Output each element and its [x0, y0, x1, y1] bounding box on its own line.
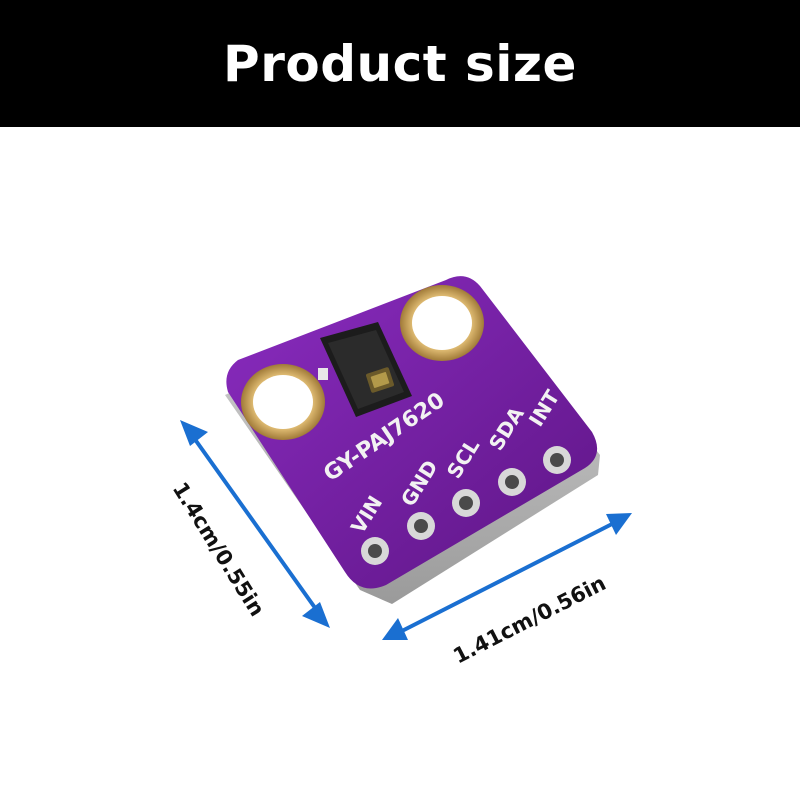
height-dimension-arrow — [180, 420, 330, 628]
product-scene: GY-PAJ7620 VIN GND SCL SDA INT 1.4cm/0.5… — [0, 127, 800, 800]
banner-title: Product size — [223, 34, 577, 93]
title-banner: Product size — [0, 0, 800, 127]
pin-pad-scl — [452, 489, 480, 517]
pin-pad-sda — [498, 468, 526, 496]
width-dimension-arrow — [382, 513, 632, 640]
pin-pad-gnd — [407, 512, 435, 540]
mounting-hole-right — [400, 285, 484, 361]
height-dimension-label: 1.4cm/0.55in — [168, 478, 270, 621]
mounting-hole-left — [241, 364, 325, 440]
board-body — [226, 276, 598, 589]
product-illustration: GY-PAJ7620 VIN GND SCL SDA INT 1.4cm/0.5… — [168, 276, 632, 669]
gesture-sensor-chip — [318, 322, 412, 417]
width-dimension-label: 1.41cm/0.56in — [449, 571, 609, 669]
pin-pad-vin — [361, 537, 389, 565]
pin-pad-int — [543, 446, 571, 474]
